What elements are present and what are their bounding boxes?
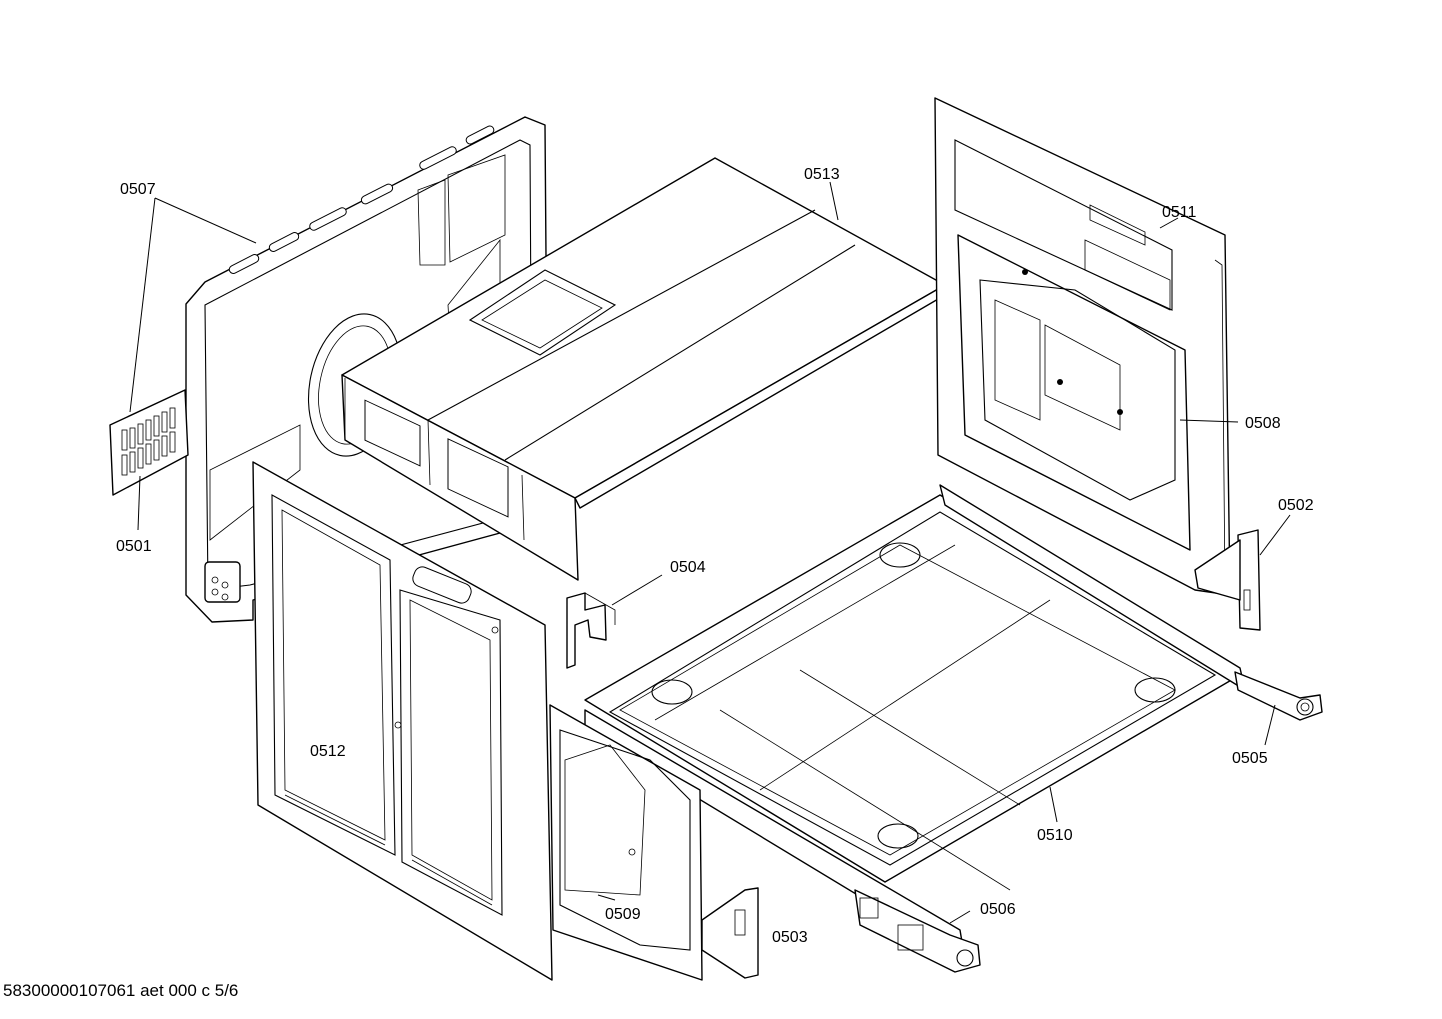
part-labels: 0507 0501 0513 0511 0508 0502 0504 0505 … (116, 166, 1314, 946)
label-0501: 0501 (116, 538, 152, 555)
label-0509: 0509 (605, 906, 641, 923)
label-0510: 0510 (1037, 827, 1073, 844)
part-0502-bracket (1194, 529, 1261, 631)
part-0501-vent-panel (109, 389, 189, 496)
part-0508-inner-panel (957, 234, 1191, 551)
label-0503: 0503 (772, 929, 808, 946)
part-0505-rail-end (1234, 671, 1323, 721)
label-0508: 0508 (1245, 415, 1281, 432)
label-0506: 0506 (980, 901, 1016, 918)
part-0512-front-side-wall (252, 461, 553, 981)
part-0506-rail-end (854, 889, 981, 973)
label-0511: 0511 (1162, 204, 1197, 221)
label-0502: 0502 (1278, 497, 1314, 514)
document-footer-code: 58300000107061 aet 000 c 5/6 (3, 981, 239, 1000)
label-0513: 0513 (804, 166, 840, 183)
label-0507: 0507 (120, 181, 156, 198)
part-0503-bracket (701, 887, 759, 979)
label-0505: 0505 (1232, 750, 1268, 767)
label-0512: 0512 (310, 743, 346, 760)
label-0504: 0504 (670, 559, 706, 576)
vent-slots (228, 125, 495, 274)
part-0513-top-cover (341, 157, 946, 581)
leader-lines (129, 181, 1291, 924)
part-0504-clip (566, 592, 616, 669)
vent-slots-housing (364, 399, 509, 518)
part-0509-left-panel (549, 704, 703, 981)
